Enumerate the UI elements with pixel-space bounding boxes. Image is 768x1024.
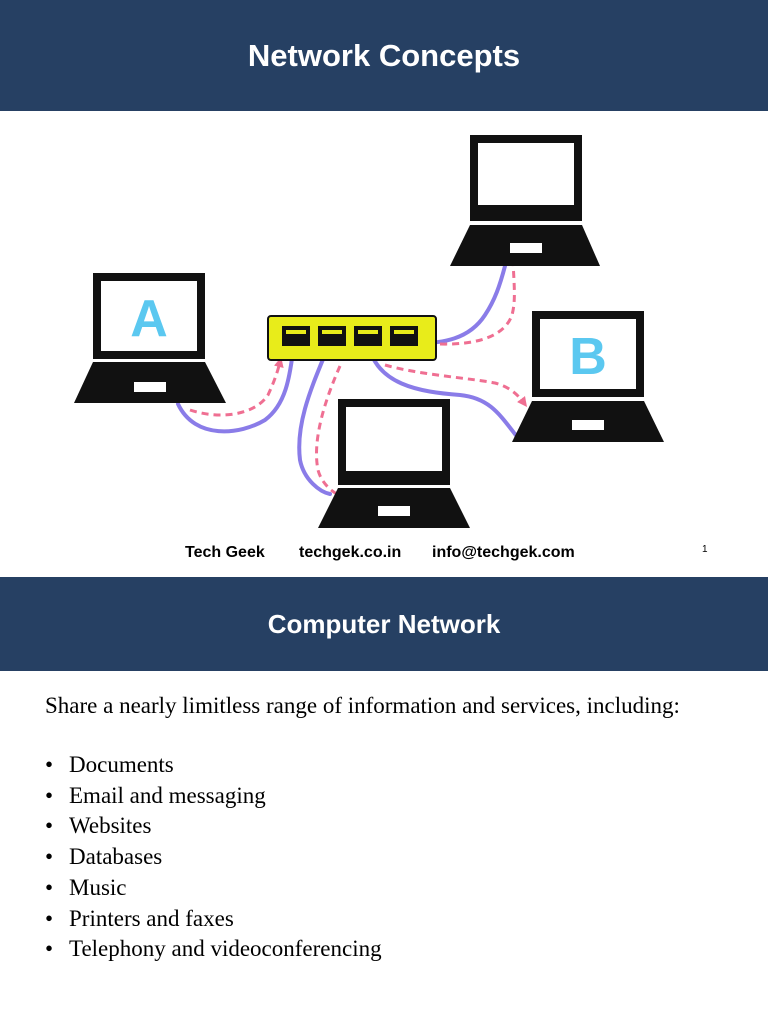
list-item-text: Telephony and videoconferencing [69, 936, 382, 962]
switch-port [390, 326, 418, 346]
laptop-top-icon [450, 135, 600, 266]
laptop-b-label: B [569, 328, 607, 386]
slide-title-banner: Computer Network [0, 577, 768, 671]
laptop-a-icon: A [74, 273, 226, 403]
list-item: • Documents [45, 750, 745, 781]
switch-port [282, 326, 310, 346]
cable-laptop-b [366, 340, 520, 440]
list-item-text: Websites [69, 813, 152, 839]
bullet-icon: • [45, 752, 54, 777]
flow-arrow-a-to-switch [189, 357, 284, 417]
slide-title-banner: Network Concepts [0, 0, 768, 111]
switch-port [318, 326, 346, 346]
list-item-text: Databases [69, 844, 163, 870]
bullet-icon: • [45, 874, 54, 900]
flow-arrow-switch-to-b [384, 363, 528, 407]
flow-arrow-switch-to-bottom [315, 365, 350, 501]
cable-laptop-a [176, 340, 296, 434]
list-item: • Email and messaging [45, 781, 745, 812]
laptop-b-icon: B [512, 311, 664, 442]
list-item-text: Email and messaging [69, 782, 266, 808]
data-flow-arrows [189, 255, 528, 501]
bullet-icon: • [45, 782, 54, 808]
list-item-text: Music [69, 874, 127, 900]
footer-author: Tech Geek [185, 544, 265, 561]
intro-text: Share a nearly limitless range of inform… [45, 693, 680, 718]
footer-website: techgek.co.in [299, 544, 402, 561]
bullet-icon: • [45, 905, 54, 931]
flow-arrow-switch-to-top [439, 255, 519, 346]
bullet-icon: • [45, 936, 54, 962]
slide-title: Network Concepts [247, 37, 521, 73]
list-item-text: Documents [69, 752, 174, 777]
slide-page-number: 1 [702, 544, 708, 555]
list-item: • Music [45, 873, 745, 904]
bullet-list: •Documents•Email and messaging•Websites•… [45, 750, 745, 965]
list-item: • Websites [45, 811, 745, 842]
list-item-text: Printers and faxes [69, 905, 234, 931]
laptop-a-label: A [130, 290, 168, 348]
network-switch [267, 315, 437, 361]
list-item: • Printers and faxes [45, 904, 745, 935]
bullet-icon: • [45, 844, 54, 870]
network-diagram: A B [74, 135, 664, 528]
footer-email: info@techgek.com [432, 544, 575, 561]
bullet-icon: • [45, 813, 54, 839]
laptop-bottom-icon [318, 399, 470, 528]
list-item: • Databases [45, 842, 745, 873]
cable-laptop-bottom [297, 340, 332, 496]
slide-body: Share a nearly limitless range of inform… [45, 690, 745, 965]
switch-port [354, 326, 382, 346]
slide-title: Computer Network [267, 608, 501, 639]
list-item: • Telephony and videoconferencing [45, 934, 745, 965]
